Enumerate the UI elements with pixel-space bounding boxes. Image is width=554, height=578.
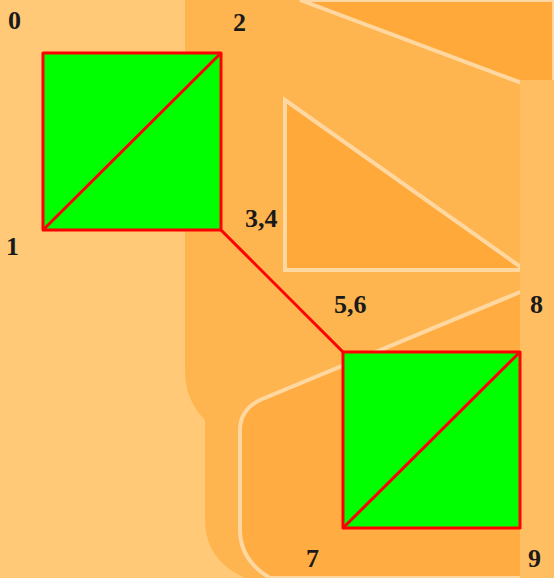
vertex-number: 9 — [528, 546, 541, 572]
square-face — [343, 352, 520, 528]
vertex-number: 2 — [233, 10, 246, 36]
diagonal — [43, 53, 221, 230]
vertex-number: 0 — [8, 8, 21, 34]
vertex-number: 8 — [530, 292, 543, 318]
vertex-number: 5,6 — [334, 292, 367, 318]
connecting-line — [221, 230, 343, 352]
vertex-number: 7 — [306, 546, 319, 572]
square-face — [43, 53, 221, 230]
background-decoration — [185, 0, 554, 578]
vertex-number: 1 — [6, 234, 19, 260]
mesh-drawing — [43, 53, 520, 528]
diagonal — [343, 352, 520, 528]
vertex-number: 3,4 — [245, 206, 278, 232]
